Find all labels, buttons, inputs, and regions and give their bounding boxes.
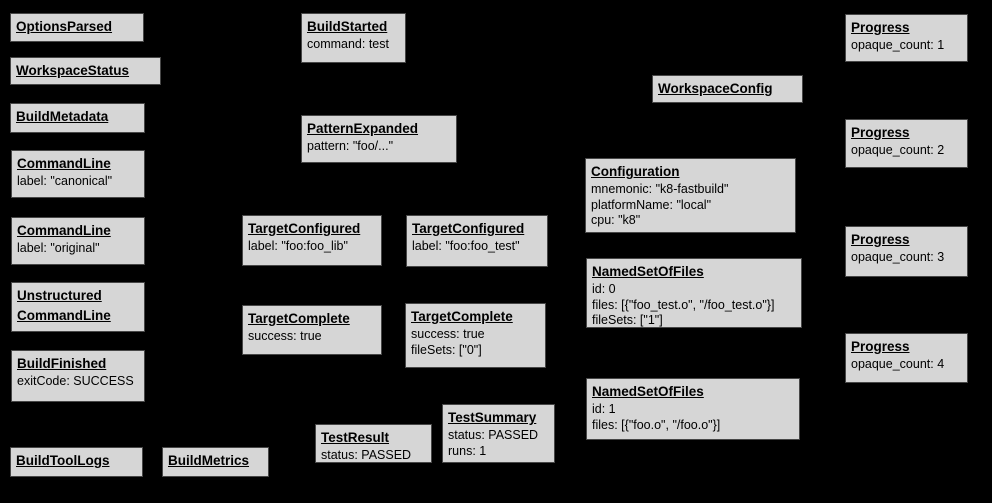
- node-workspace-config: WorkspaceConfig: [652, 75, 803, 103]
- node-field: label: "canonical": [17, 174, 113, 188]
- node-title: NamedSetOfFiles: [592, 264, 704, 279]
- node-title: TargetConfigured: [412, 221, 525, 236]
- node-field: command: test: [307, 37, 389, 51]
- node-title: CommandLine: [17, 223, 111, 238]
- node-field: id: 1: [592, 402, 616, 416]
- node-field: exitCode: SUCCESS: [17, 374, 134, 388]
- node-build-metrics: BuildMetrics: [162, 447, 269, 477]
- node-field: fileSets: ["1"]: [592, 313, 663, 327]
- node-title: TestSummary: [448, 410, 537, 425]
- node-target-configured-foo-test: TargetConfigured label: "foo:foo_test": [406, 215, 548, 267]
- node-field: label: "original": [17, 241, 100, 255]
- node-title: CommandLine: [17, 308, 111, 323]
- node-field: opaque_count: 3: [851, 250, 945, 264]
- node-field: opaque_count: 1: [851, 38, 945, 52]
- node-title: Configuration: [591, 164, 680, 179]
- node-progress-4: Progress opaque_count: 4: [845, 333, 968, 383]
- node-configuration: Configuration mnemonic: "k8-fastbuild"pla…: [585, 158, 796, 233]
- node-build-metadata: BuildMetadata: [10, 103, 145, 133]
- node-title: TargetConfigured: [248, 221, 361, 236]
- node-title: OptionsParsed: [16, 19, 113, 34]
- node-field: cpu: "k8": [591, 213, 641, 227]
- node-progress-3: Progress opaque_count: 3: [845, 226, 968, 277]
- node-field: platformName: "local": [591, 197, 712, 212]
- node-field: pattern: "foo/...": [307, 139, 394, 153]
- node-field: success: true: [411, 327, 485, 341]
- node-field: label: "foo:foo_lib": [248, 239, 348, 253]
- node-field: status: PASSED: [321, 448, 412, 462]
- node-field: runs: 1: [448, 443, 487, 458]
- node-title: BuildMetrics: [168, 453, 250, 468]
- node-field: opaque_count: 4: [851, 357, 945, 371]
- node-field: status: PASSED: [448, 428, 539, 442]
- node-field: success: true: [248, 329, 322, 343]
- node-title: BuildMetadata: [16, 109, 109, 124]
- node-field: mnemonic: "k8-fastbuild": [591, 182, 729, 196]
- node-title: PatternExpanded: [307, 121, 419, 136]
- node-command-line-canonical: CommandLine label: "canonical": [11, 150, 145, 198]
- node-title: Progress: [851, 125, 910, 140]
- node-options-parsed: OptionsParsed: [10, 13, 144, 42]
- node-build-tool-logs: BuildToolLogs: [10, 447, 143, 477]
- node-target-complete-foo-lib: TargetComplete success: true: [242, 305, 382, 355]
- node-title: BuildFinished: [17, 356, 107, 371]
- node-field: files: [{"foo_test.o", "/foo_test.o"}]: [592, 297, 775, 312]
- node-title: BuildStarted: [307, 19, 388, 34]
- node-field: opaque_count: 2: [851, 143, 945, 157]
- node-progress-1: Progress opaque_count: 1: [845, 14, 968, 62]
- node-title: Progress: [851, 20, 910, 35]
- node-command-line-original: CommandLine label: "original": [11, 217, 145, 265]
- node-title: TargetComplete: [248, 311, 350, 326]
- node-title: Progress: [851, 232, 910, 247]
- node-test-result: TestResult status: PASSED: [315, 424, 432, 463]
- node-workspace-status: WorkspaceStatus: [10, 57, 161, 85]
- node-title: CommandLine: [17, 156, 111, 171]
- node-pattern-expanded: PatternExpanded pattern: "foo/...": [301, 115, 457, 163]
- node-title: WorkspaceConfig: [658, 81, 773, 96]
- node-field: fileSets: ["0"]: [411, 342, 482, 357]
- node-title: TargetComplete: [411, 309, 513, 324]
- node-title: Unstructured: [17, 288, 102, 303]
- node-field: id: 0: [592, 282, 616, 296]
- node-field: files: [{"foo.o", "/foo.o"}]: [592, 417, 721, 432]
- node-title: WorkspaceStatus: [16, 63, 130, 78]
- node-build-started: BuildStarted command: test: [301, 13, 406, 63]
- node-progress-2: Progress opaque_count: 2: [845, 119, 968, 168]
- node-title: BuildToolLogs: [16, 453, 110, 468]
- node-build-finished: BuildFinished exitCode: SUCCESS: [11, 350, 145, 402]
- node-target-configured-foo-lib: TargetConfigured label: "foo:foo_lib": [242, 215, 382, 266]
- node-title: Progress: [851, 339, 910, 354]
- node-title: NamedSetOfFiles: [592, 384, 704, 399]
- node-field: label: "foo:foo_test": [412, 239, 520, 253]
- node-title: TestResult: [321, 430, 390, 445]
